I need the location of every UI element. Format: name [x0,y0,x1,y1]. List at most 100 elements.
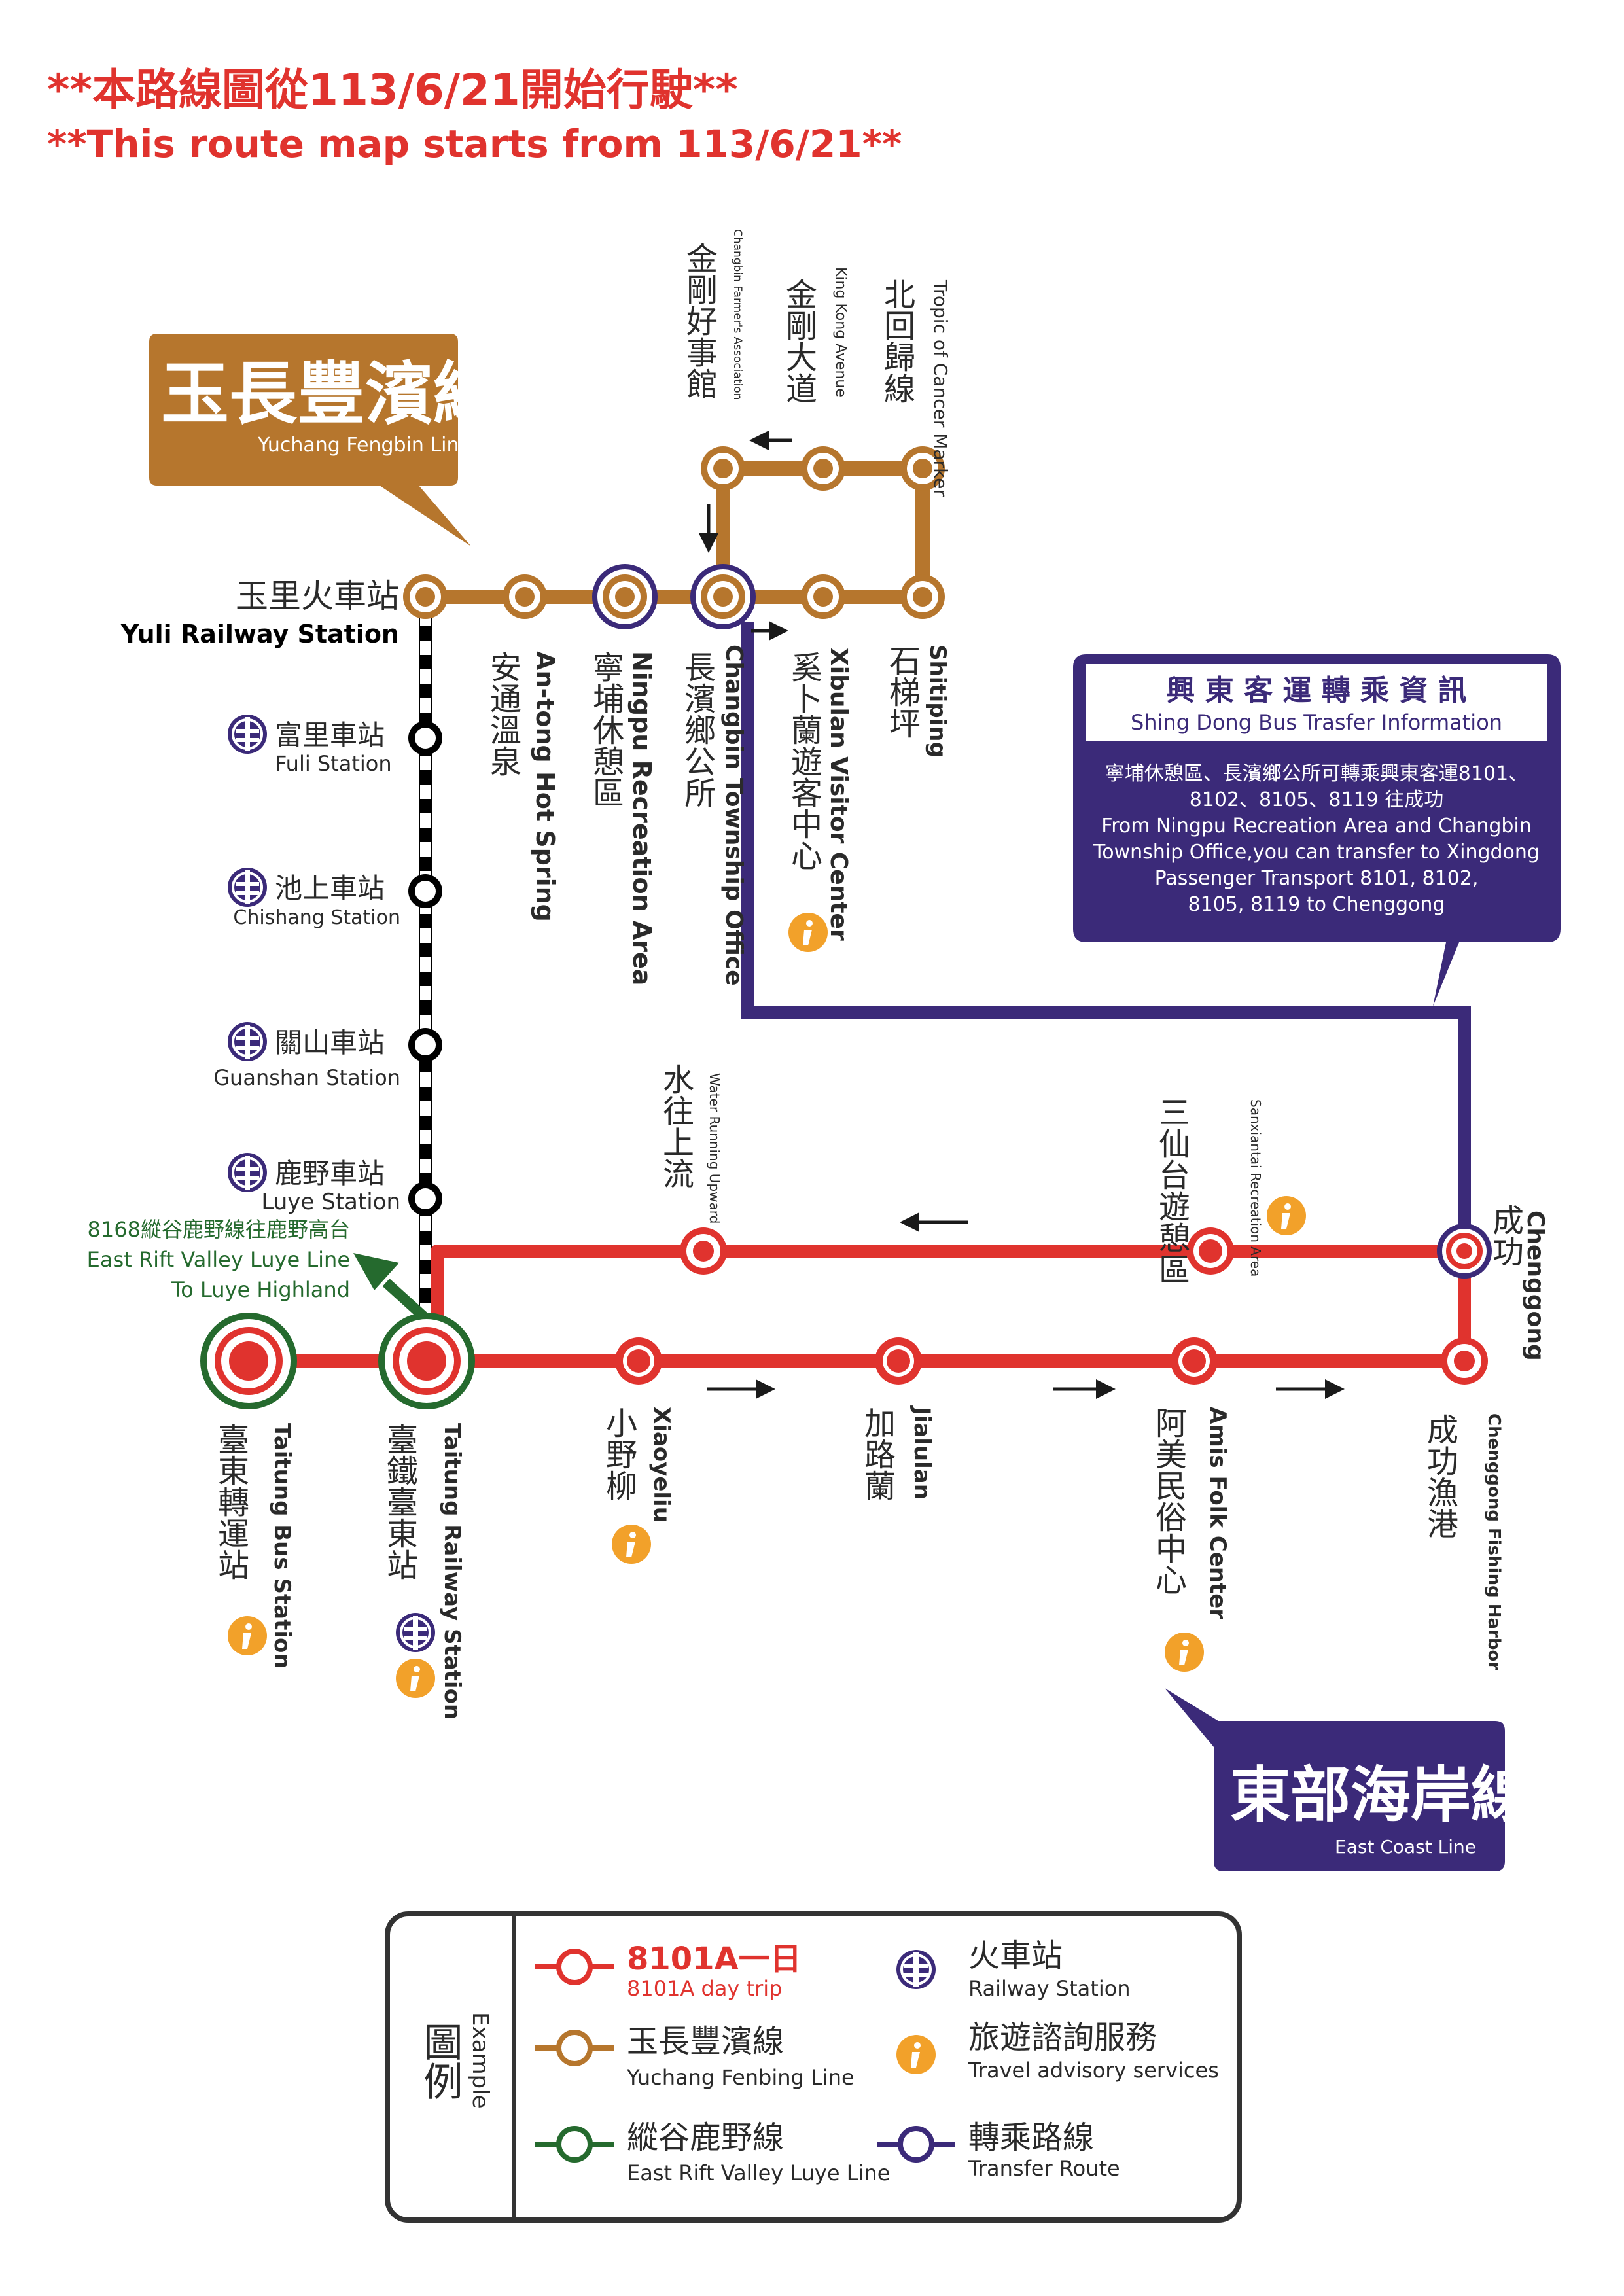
transfer-info-box: 興 東 客 運 轉 乘 資 訊 Shing Dong Bus Trasfer I… [1073,654,1561,1006]
legend-swatch-brown [535,2030,614,2066]
legend-info-en: Travel advisory services [968,2058,1219,2083]
stop-taitung-rail[interactable] [378,1313,475,1409]
transfer-title-en: Shing Dong Bus Trasfer Information [1131,710,1502,735]
stop-sanxiantai[interactable] [1187,1227,1234,1275]
stop-guanshan[interactable] [408,1028,442,1062]
label-jialulan-en: Jialulan [909,1405,935,1500]
yuchang-line-badge: 玉長豐濱線 Yuchang Fengbin Line [149,334,501,546]
label-chishang-zh: 池上車站 [275,872,385,904]
railway-icon-taitung [395,1612,436,1653]
east-coast-badge-en: East Coast Line [1335,1836,1476,1858]
label-sanxiantai-en: Sanxiantai Recreation Area [1248,1099,1263,1277]
label-tropic-en: Tropic of Cancer Marker [930,279,951,497]
stop-xiaoyeliu[interactable] [615,1337,662,1385]
label-shuiwang-en: Water Running Upward [707,1073,722,1224]
stop-chishang[interactable] [408,874,442,908]
label-tropic-zh: 北回歸線 [878,278,915,404]
label-yuli-en: Yuli Railway Station [120,620,399,648]
label-jingang-avenue-en: King Kong Avenue [832,267,849,397]
label-yuli-zh: 玉里火車站 [236,577,399,615]
green-route-arrow [353,1253,431,1323]
transfer-title-zh: 興 東 客 運 轉 乘 資 訊 [1166,674,1466,707]
stop-luye[interactable] [408,1182,442,1216]
legend-purple-zh: 轉乘路線 [968,2119,1094,2156]
label-shitiping-zh: 石梯坪 [883,645,920,739]
transfer-line-6: 8105, 8119 to Chenggong [1188,893,1445,916]
legend-info-icon [896,2035,936,2074]
railway-icon-guanshan [226,1021,268,1063]
stop-jingang-haoshi[interactable] [701,446,745,491]
stop-ningpu[interactable] [592,564,658,629]
notice-zh: **本路線圖從113/6/21開始行駛** [47,65,738,115]
legend-title-zh: 圖例 [417,2022,463,2100]
label-shuiwang-zh: 水往上流 [657,1063,694,1189]
info-icon-taitung-rail [396,1659,435,1698]
info-icon-sanxiantai [1267,1196,1306,1235]
label-amis-zh: 阿美民俗中心 [1150,1407,1186,1595]
legend-brown-zh: 玉長豐濱線 [627,2023,784,2060]
stop-xibulan[interactable] [801,574,845,619]
stop-jingang-avenue[interactable] [801,446,845,491]
legend-title-en: Example [467,2012,493,2109]
legend-railway-icon [895,1949,937,1990]
stop-antong[interactable] [503,574,547,619]
label-xiaoyeliu-zh: 小野柳 [600,1407,637,1501]
label-ningpu-zh: 寧埔休憩區 [587,651,624,808]
yuchang-route-line [425,461,930,604]
stop-amis[interactable] [1171,1337,1218,1385]
stop-chenggong[interactable] [1437,1224,1492,1279]
label-jingang-haoshi-en: Changbin Farmer's Association [731,229,744,400]
label-changbin-office-zh: 長濱鄉公所 [679,651,715,808]
label-chenggong-harbor-en: Chenggong Fishing Harbor [1484,1413,1504,1670]
stop-shitiping[interactable] [900,574,945,619]
stop-yuli[interactable] [403,574,448,619]
label-chenggong-en: Chenggong [1522,1210,1549,1361]
label-xibulan-zh: 奚卜蘭遊客中心 [785,651,822,871]
label-chenggong-harbor-zh: 成功漁港 [1421,1413,1458,1539]
label-fuli-zh: 富里車站 [275,719,385,751]
notice-en: **This route map starts from 113/6/21** [47,122,902,166]
legend-rail-en: Railway Station [968,1976,1131,2001]
direction-arrows [699,431,1345,1399]
east-coast-line-badge: 東部海岸線 East Coast Line [1165,1688,1531,1871]
transfer-line-2: 8102、8105、8119 往成功 [1190,788,1444,811]
label-jialulan-zh: 加路蘭 [858,1407,895,1501]
legend-rail-zh: 火車站 [968,1937,1063,1974]
transfer-line-5: Passenger Transport 8101, 8102, [1155,867,1479,890]
stop-changbin-office[interactable] [690,564,756,629]
legend-red-zh: 8101A一日 [627,1941,802,1977]
stop-jialulan[interactable] [875,1337,922,1385]
legend-green-en: East Rift Valley Luye Line [627,2161,890,2185]
legend-swatch-red [535,1949,614,1985]
legend-brown-en: Yuchang Fenbing Line [626,2065,855,2090]
yuchang-badge-zh: 玉長豐濱線 [161,353,501,434]
station-markers [200,446,1492,1409]
legend-swatch-purple [877,2126,955,2163]
info-icon-xibulan [788,913,828,952]
label-xiaoyeliu-en: Xiaoyeliu [648,1407,675,1523]
railway-icon-chishang [226,866,268,908]
label-jingang-avenue-zh: 金剛大道 [780,278,817,404]
label-antong-en: An-tong Hot Spring [531,651,559,922]
east-coast-badge-zh: 東部海岸線 [1230,1759,1531,1830]
label-chishang-en: Chishang Station [233,906,400,929]
label-sanxiantai-zh: 三仙台遊憩區 [1153,1096,1190,1284]
label-antong-zh: 安通溫泉 [484,651,521,777]
label-xibulan-en: Xibulan Visitor Center [825,648,852,941]
transfer-line-4: Township Office,you can transfer to Xing… [1093,841,1540,864]
transfer-line-1: 寧埔休憩區、長濱鄉公所可轉乘興東客運8101、 [1105,762,1528,785]
stop-tropic[interactable] [900,446,945,491]
stop-fuli[interactable] [408,721,442,755]
legend: 圖例 Example 8101A一日 8101A day trip 玉長豐濱線 … [385,1911,1242,2223]
railway-icon-luye [226,1152,268,1193]
stop-chenggong-harbor[interactable] [1441,1337,1488,1385]
stop-taitung-bus[interactable] [200,1313,297,1409]
label-taitung-rail-en: Taitung Railway Station [439,1423,465,1720]
label-ningpu-en: Ningpu Recreation Area [627,651,656,985]
transfer-route-line [741,622,1471,1250]
label-shitiping-en: Shitiping [925,645,951,758]
stop-shuiwang[interactable] [680,1227,727,1275]
label-luye-zh: 鹿野車站 [275,1157,385,1190]
green-note-line-2: East Rift Valley Luye Line [87,1247,350,1272]
